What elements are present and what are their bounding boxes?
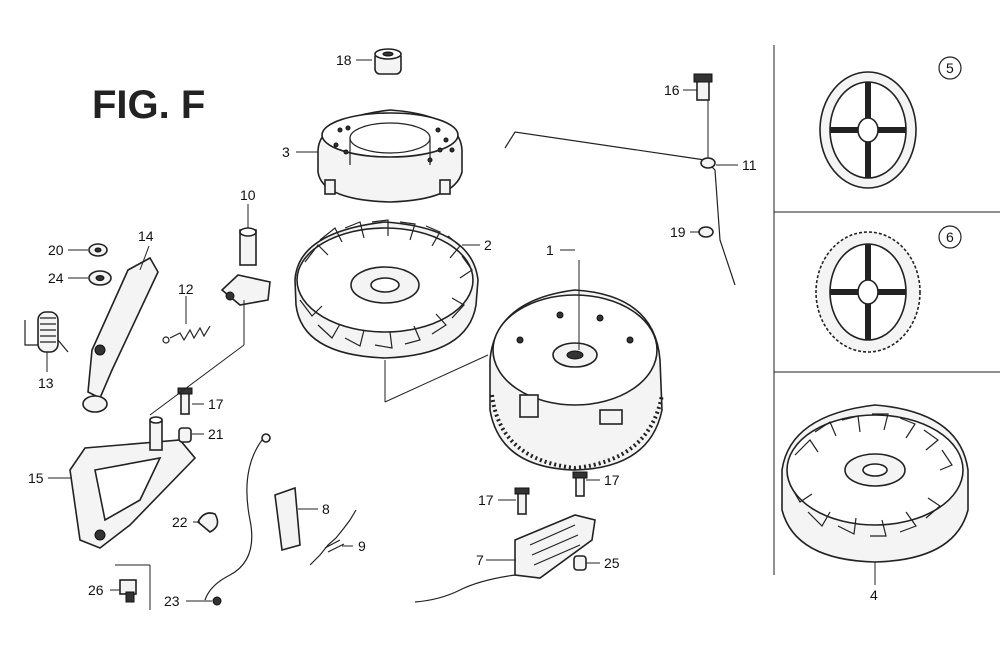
callout-11: 11 <box>742 157 757 173</box>
part-1-flywheel <box>489 289 664 471</box>
variant-panel <box>773 45 1000 575</box>
callout-20: 20 <box>48 242 64 258</box>
callout-17-left: 17 <box>208 396 224 412</box>
callout-3: 3 <box>282 144 290 160</box>
part-21-collar <box>178 427 192 443</box>
part-13-torsion-spring <box>24 311 69 353</box>
part-17-bolt-flywheel <box>572 471 588 497</box>
part-20-nut <box>88 243 108 257</box>
part-25-collar <box>573 555 587 571</box>
part-7-ignition-coil <box>414 514 596 603</box>
callout-21: 21 <box>208 426 224 442</box>
callout-6-circle <box>938 225 962 249</box>
callout-13: 13 <box>38 375 54 391</box>
part-14-lever <box>82 256 159 413</box>
part-11-governor-link <box>504 73 736 286</box>
callout-22: 22 <box>172 514 188 530</box>
callout-6: 6 <box>946 229 954 245</box>
part-12-spring <box>162 325 211 344</box>
part-2-cooling-fan <box>294 219 479 359</box>
callout-23: 23 <box>164 593 180 609</box>
part-18-nut <box>374 48 402 75</box>
callout-26: 26 <box>88 582 104 598</box>
assembly-lines <box>149 100 709 416</box>
callout-9: 9 <box>358 538 366 554</box>
callout-12: 12 <box>178 281 194 297</box>
callout-5-circle <box>938 56 962 80</box>
callout-labels: 1 2 3 4 5 6 7 8 9 10 11 12 13 14 15 16 1… <box>28 52 962 609</box>
callout-15: 15 <box>28 470 44 486</box>
part-8-stop-switch <box>204 433 301 601</box>
callout-16: 16 <box>664 82 680 98</box>
callout-7: 7 <box>476 552 484 568</box>
callout-2: 2 <box>484 237 492 253</box>
callout-10: 10 <box>240 187 256 203</box>
part-5-variant-cup <box>819 71 917 189</box>
part-6-variant-gear <box>815 231 921 353</box>
part-17-bolt-left <box>177 387 193 415</box>
callout-5: 5 <box>946 60 954 76</box>
part-10-governor-arm <box>220 227 271 306</box>
callout-14: 14 <box>138 228 154 244</box>
part-9-spring <box>309 509 357 566</box>
figure-title: FIG. F <box>92 83 205 127</box>
part-24-washer <box>88 270 112 286</box>
callout-19: 19 <box>670 224 686 240</box>
part-3-starter-cup <box>317 109 463 203</box>
part-23-terminal <box>212 596 222 606</box>
callout-17-coil: 17 <box>478 492 494 508</box>
part-15-base-bracket <box>69 416 197 549</box>
leader-lines <box>46 59 876 602</box>
callout-24: 24 <box>48 270 64 286</box>
callout-17-flywheel: 17 <box>604 472 620 488</box>
part-4-alternate-fan <box>781 404 969 563</box>
callout-1: 1 <box>546 242 554 258</box>
callout-25: 25 <box>604 555 620 571</box>
part-17-bolt-coil <box>514 487 530 515</box>
part-22-clip <box>197 512 219 533</box>
callout-4: 4 <box>870 587 878 603</box>
callout-18: 18 <box>336 52 352 68</box>
part-26-bolt <box>115 564 151 610</box>
callout-8: 8 <box>322 501 330 517</box>
